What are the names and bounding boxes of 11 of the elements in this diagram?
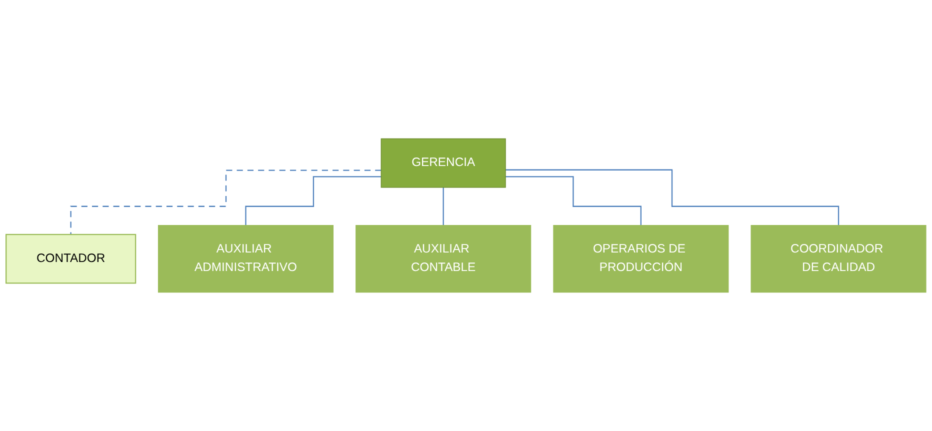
node-box: OPERARIOS DE PRODUCCIÓN — [553, 225, 729, 293]
connector — [506, 176, 642, 226]
node-box: GERENCIA — [380, 138, 506, 188]
node-box: AUXILIAR ADMINISTRATIVO — [158, 225, 334, 293]
connector — [442, 186, 444, 226]
node-box: AUXILIAR CONTABLE — [356, 225, 532, 293]
connector — [70, 170, 382, 236]
connector — [245, 176, 382, 226]
node-box: CONTADOR — [6, 234, 136, 284]
node-box: COORDINADOR DE CALIDAD — [750, 225, 926, 293]
connector — [506, 169, 840, 226]
